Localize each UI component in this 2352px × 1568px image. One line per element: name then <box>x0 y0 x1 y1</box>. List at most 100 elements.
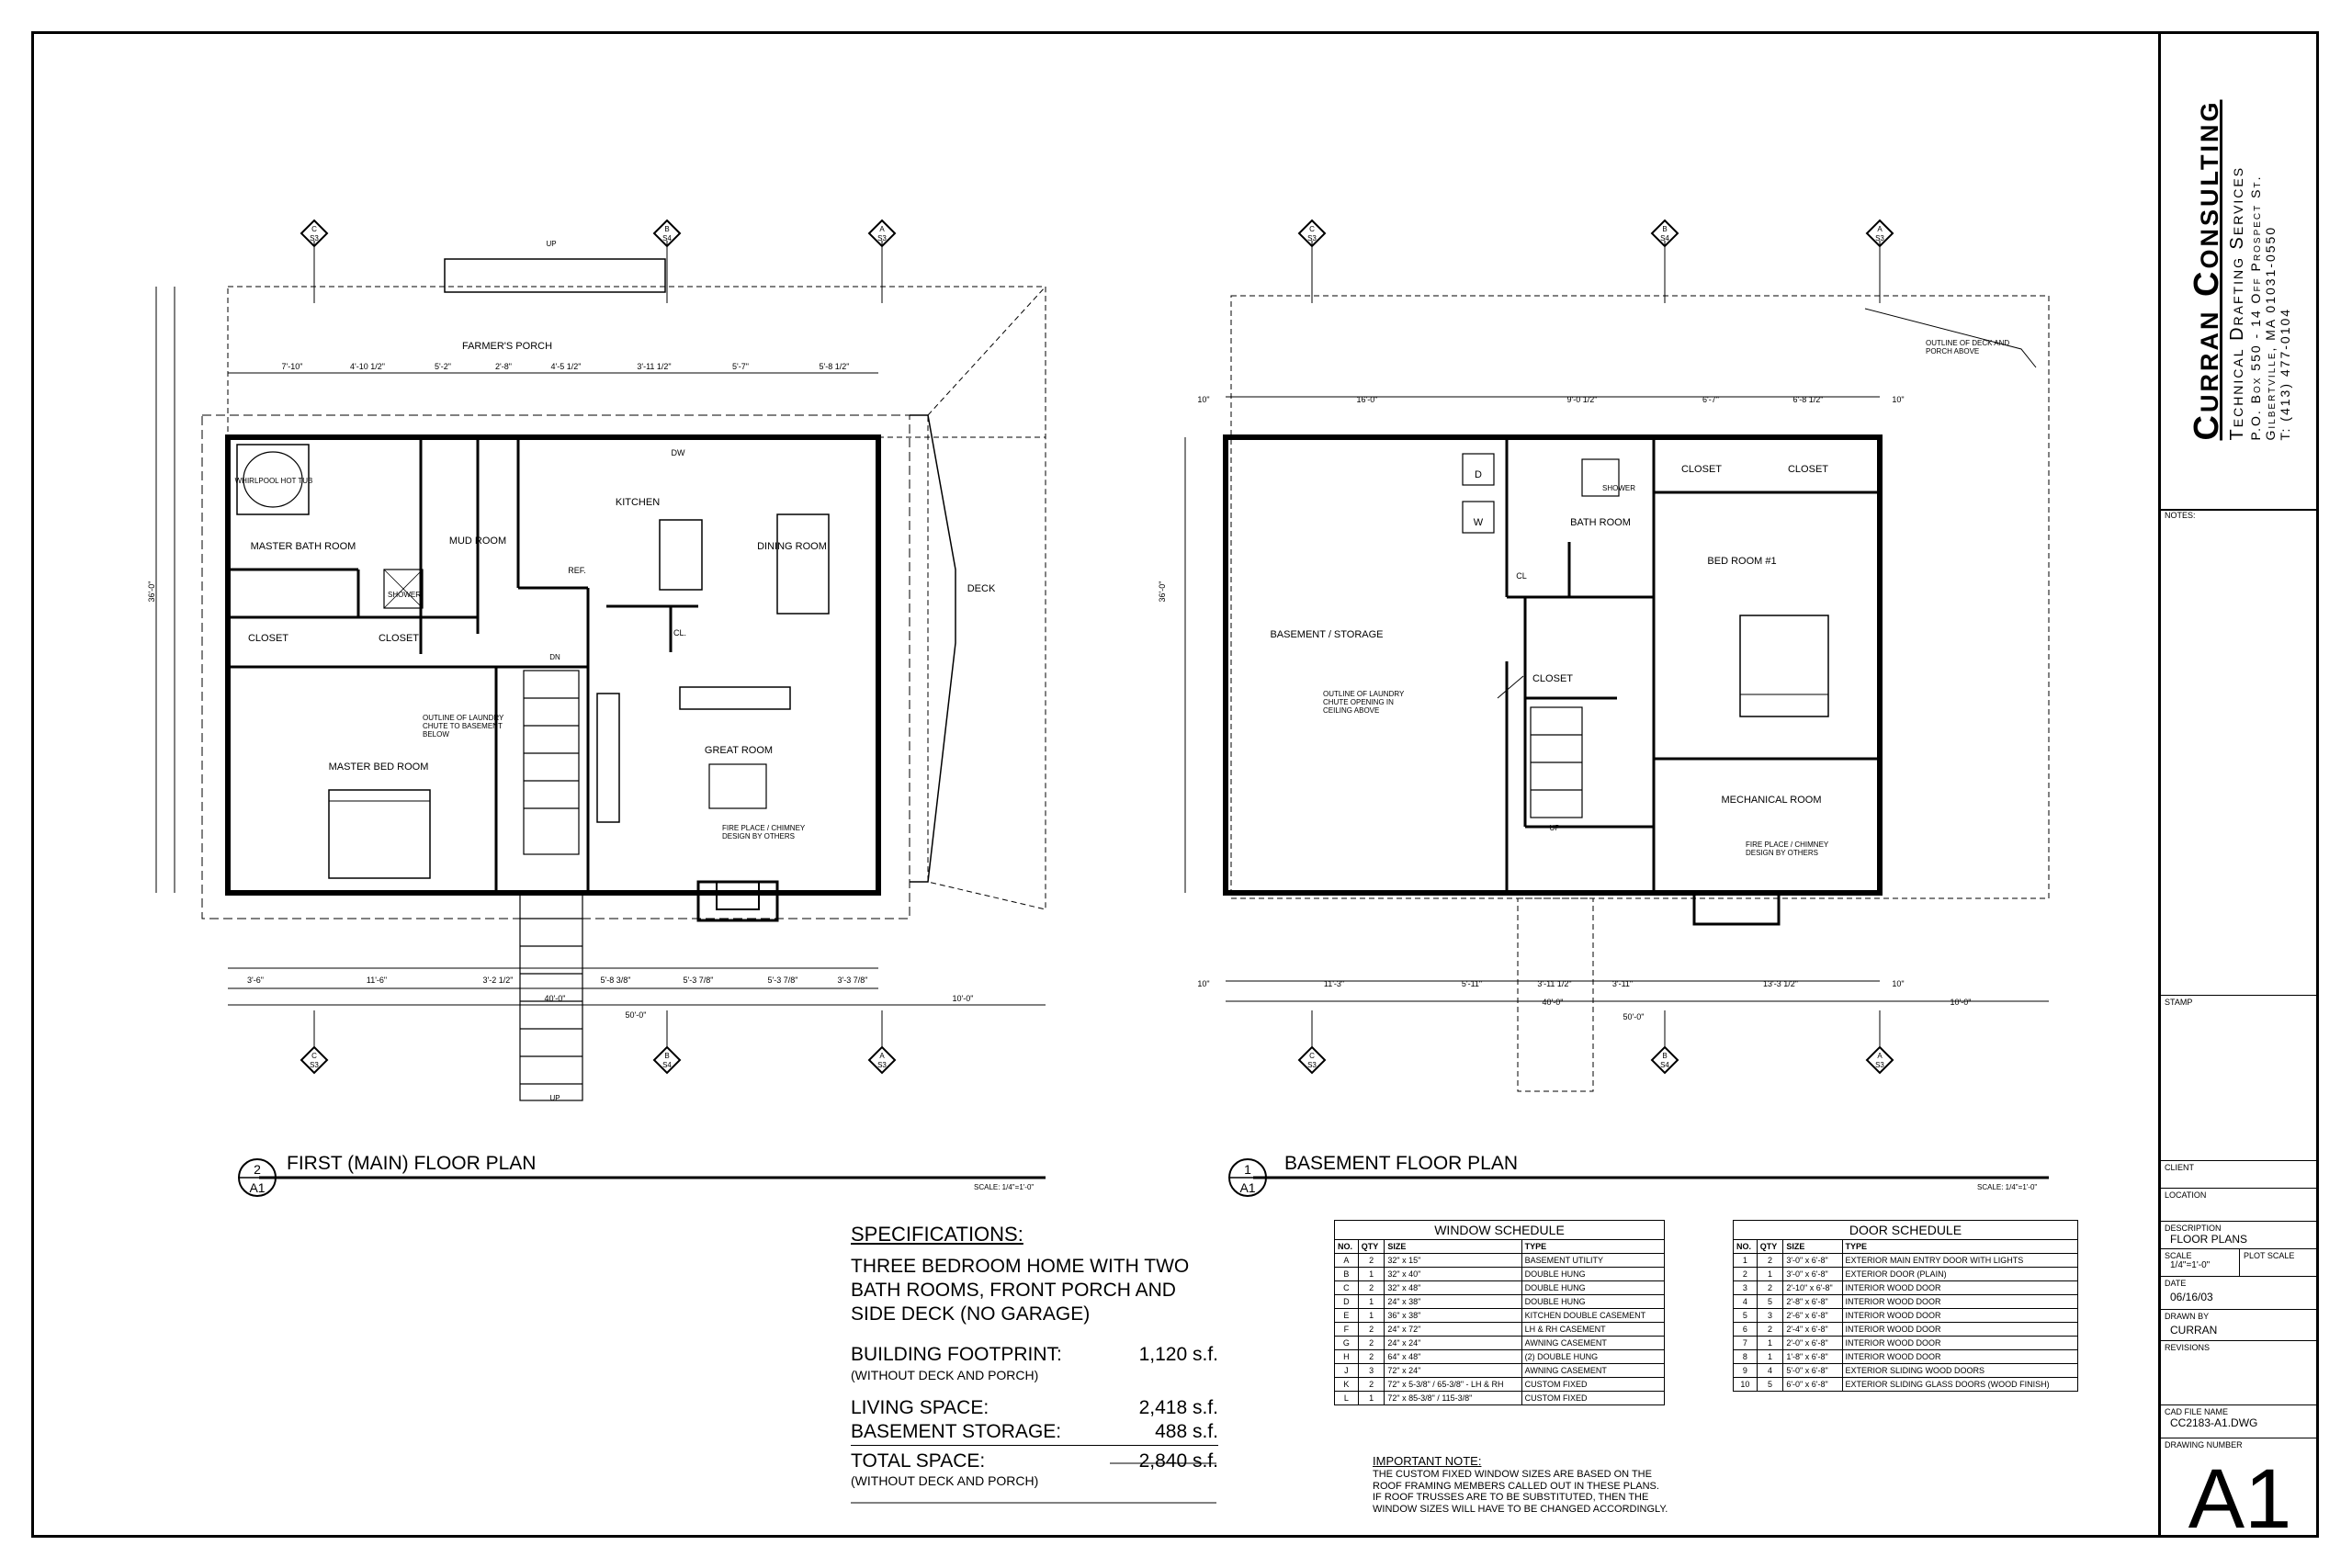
note-chute-b: OUTLINE OF LAUNDRY CHUTE OPENING IN CEIL… <box>1323 691 1405 715</box>
label-bed-1: BED ROOM #1 <box>1707 556 1776 567</box>
svg-text:A: A <box>879 1052 885 1060</box>
svg-text:A: A <box>1877 1052 1883 1060</box>
svg-text:S3: S3 <box>310 234 319 243</box>
label-dw: DW <box>672 448 685 457</box>
label-closet-2: CLOSET <box>379 633 419 644</box>
schedule-cell: DOUBLE HUNG <box>1521 1267 1666 1281</box>
schedule-cell: H <box>1334 1349 1359 1364</box>
schedule-cell: 3 <box>1733 1280 1758 1295</box>
schedule-cell: INTERIOR WOOD DOOR <box>1841 1349 2079 1364</box>
svg-text:S4: S4 <box>662 1061 672 1069</box>
dim-top: 5'-8 1/2" <box>820 362 850 371</box>
dim-overall: 50'-0" <box>626 1010 647 1020</box>
schedule-cell: 2 <box>1756 1253 1784 1268</box>
schedule-cell: 2 <box>1357 1280 1385 1295</box>
label-up-porch: UP <box>546 240 556 248</box>
schedule-cell: KITCHEN DOUBLE CASEMENT <box>1521 1308 1666 1323</box>
label-deck: DECK <box>967 583 996 594</box>
schedule-cell: 32" x 15" <box>1384 1253 1522 1268</box>
schedule-cell: 7 <box>1733 1336 1758 1350</box>
label-hot-tub: WHIRLPOOL HOT TUB <box>235 477 313 485</box>
svg-text:S3: S3 <box>310 1061 319 1069</box>
schedule-cell: 3'-0" x 6'-8" <box>1782 1253 1843 1268</box>
description-value: FLOOR PLANS <box>2170 1233 2248 1246</box>
dim-top-b: 6'-7" <box>1702 395 1719 404</box>
schedule-cell: DOUBLE HUNG <box>1521 1294 1666 1309</box>
drawn-by-label: DRAWN BY <box>2165 1312 2210 1321</box>
first-floor-title: FIRST (MAIN) FLOOR PLAN <box>287 1153 537 1174</box>
schedule-cell: EXTERIOR MAIN ENTRY DOOR WITH LIGHTS <box>1841 1253 2079 1268</box>
schedule-cell: 24" x 38" <box>1384 1294 1522 1309</box>
label-master-bath: MASTER BATH ROOM <box>251 541 356 552</box>
schedule-cell: 1 <box>1756 1267 1784 1281</box>
schedule-cell: 4 <box>1756 1363 1784 1378</box>
schedule-cell: 1 <box>1357 1308 1385 1323</box>
schedule-cell: 2'-8" x 6'-8" <box>1782 1294 1843 1309</box>
first-floor-scale: SCALE: 1/4"=1'-0" <box>974 1183 1035 1191</box>
basement-exterior-wall <box>1223 434 1883 896</box>
date-label: DATE <box>2165 1279 2187 1288</box>
date-value: 06/16/03 <box>2170 1291 2213 1303</box>
dim-top: 5'-7" <box>732 362 749 371</box>
total-note: (WITHOUT DECK AND PORCH) <box>851 1472 1039 1488</box>
svg-text:A: A <box>1877 225 1883 233</box>
dim-bottom-b: 5'-11" <box>1462 979 1482 988</box>
schedule-cell: 3 <box>1357 1363 1385 1378</box>
label-mud-room: MUD ROOM <box>449 536 506 547</box>
schedule-cell: A <box>1334 1253 1359 1268</box>
scale-cell: SCALE 1/4"=1'-0" PLOT SCALE <box>2161 1249 2319 1277</box>
svg-text:S3: S3 <box>1875 1061 1884 1069</box>
important-note-line: IF ROOF TRUSSES ARE TO BE SUBSTITUTED, T… <box>1373 1492 1649 1504</box>
svg-text:S3: S3 <box>1875 234 1884 243</box>
company-logo-block: Curran Consulting Technical Drafting Ser… <box>2161 31 2319 511</box>
schedule-cell: 2 <box>1756 1322 1784 1337</box>
svg-text:S3: S3 <box>877 1061 887 1069</box>
company-service: Technical Drafting Services <box>2227 165 2247 441</box>
label-bath: BATH ROOM <box>1570 517 1631 528</box>
storage-label: BASEMENT STORAGE: <box>851 1421 1062 1443</box>
label-cl-b: CL <box>1516 571 1527 581</box>
dim-bottom: 3'-2 1/2" <box>483 976 514 985</box>
client-cell: CLIENT <box>2161 1161 2319 1189</box>
dim-top-b: 16'-0" <box>1357 395 1378 404</box>
cad-value: CC2183-A1.DWG <box>2170 1416 2258 1429</box>
schedule-cell: 2 <box>1357 1253 1385 1268</box>
schedule-cell: 10 <box>1733 1377 1758 1392</box>
dim-top-b: 6'-8 1/2" <box>1793 395 1824 404</box>
svg-text:B: B <box>664 225 669 233</box>
footprint-label: BUILDING FOOTPRINT: <box>851 1344 1062 1366</box>
schedule-cell: INTERIOR WOOD DOOR <box>1841 1336 2079 1350</box>
note-deck-outline: OUTLINE OF DECK AND PORCH ABOVE <box>1926 340 2010 355</box>
schedule-cell: L <box>1334 1391 1359 1405</box>
schedule-cell: D <box>1334 1294 1359 1309</box>
scale-label: SCALE <box>2165 1251 2192 1260</box>
dim-bottom: 5'-3 7/8" <box>768 976 798 985</box>
location-cell: LOCATION <box>2161 1189 2319 1222</box>
schedule-cell: 1 <box>1756 1349 1784 1364</box>
note-laundry-chute: OUTLINE OF LAUNDRY CHUTE TO BASEMENT BEL… <box>423 715 504 739</box>
footprint-value: 1,120 s.f. <box>1138 1344 1218 1366</box>
label-up-b: UP <box>1549 824 1559 832</box>
basement-scale: SCALE: 1/4"=1'-0" <box>1977 1183 2038 1191</box>
specs-line: THREE BEDROOM HOME WITH TWO <box>851 1255 1190 1277</box>
svg-text:C: C <box>311 1052 317 1060</box>
dim-bottom: 11'-6" <box>367 976 387 985</box>
basement-title: BASEMENT FLOOR PLAN <box>1284 1153 1519 1174</box>
schedule-cell: EXTERIOR DOOR (PLAIN) <box>1841 1267 2079 1281</box>
dim-bottom: 5'-3 7/8" <box>684 976 714 985</box>
schedule-cell: 5 <box>1756 1377 1784 1392</box>
svg-text:S4: S4 <box>1660 1061 1669 1069</box>
total-label: TOTAL SPACE: <box>851 1450 986 1472</box>
